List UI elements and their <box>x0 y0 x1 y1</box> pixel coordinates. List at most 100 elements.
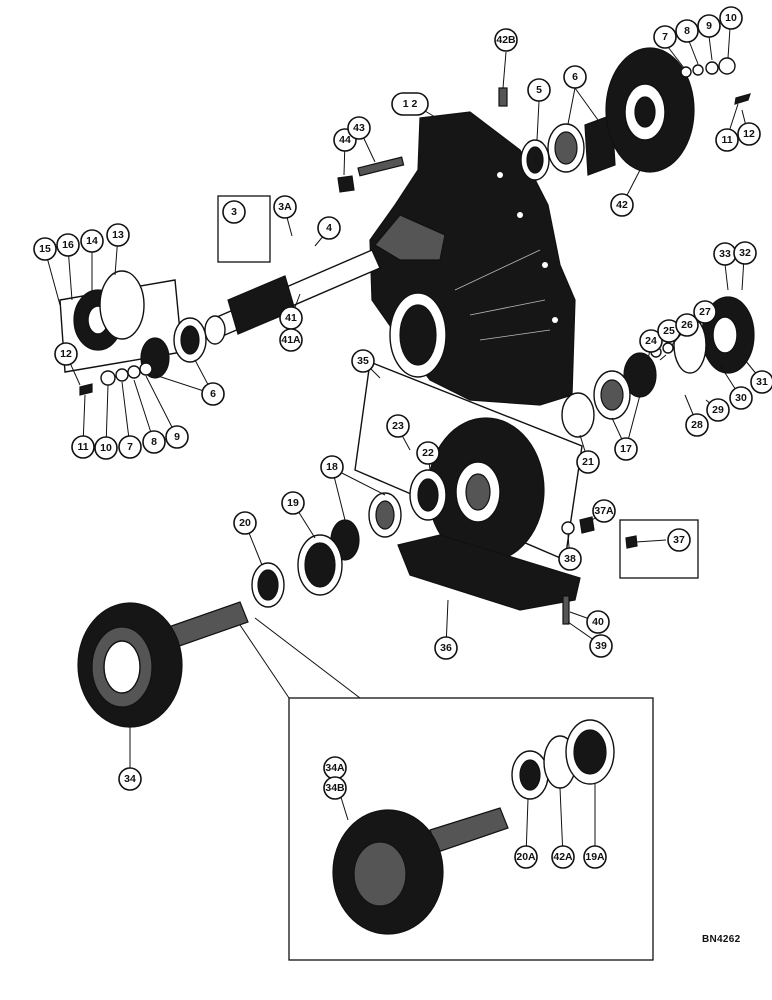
svg-text:41: 41 <box>285 312 297 324</box>
inset-lead-right <box>254 617 361 699</box>
svg-text:18: 18 <box>326 461 338 473</box>
detail-box-37 <box>619 519 699 579</box>
svg-text:34: 34 <box>124 773 136 785</box>
svg-text:42A: 42A <box>553 851 573 863</box>
top-bolts <box>337 87 508 193</box>
svg-text:26: 26 <box>681 319 693 331</box>
callout-36: 36 <box>434 636 458 660</box>
svg-text:40: 40 <box>592 616 604 628</box>
svg-text:31: 31 <box>756 376 768 388</box>
svg-text:3A: 3A <box>278 201 292 213</box>
callout-8-upper: 8 <box>675 19 699 43</box>
drawing-number: BN4262 <box>702 934 741 945</box>
svg-text:3: 3 <box>231 206 237 218</box>
svg-text:35: 35 <box>357 355 369 367</box>
svg-text:42: 42 <box>616 199 628 211</box>
inset-axle-assembly <box>332 719 615 935</box>
callout-27: 27 <box>693 300 717 324</box>
callout-30: 30 <box>729 386 753 410</box>
callout-42a: 42A <box>551 845 575 869</box>
callout-10-upper: 10 <box>719 6 743 30</box>
callout-9-lower: 9 <box>165 425 189 449</box>
callout-41: 41 <box>279 306 303 330</box>
leader-lines <box>44 27 763 858</box>
callout-7-lower: 7 <box>118 435 142 459</box>
callout-12-upper: 12 <box>737 122 761 146</box>
left-washers <box>79 362 153 396</box>
svg-text:8: 8 <box>151 436 157 448</box>
svg-text:37: 37 <box>673 534 685 546</box>
callout-6-lower: 6 <box>201 382 225 406</box>
bull-gear <box>354 361 583 563</box>
svg-text:6: 6 <box>210 388 216 400</box>
callout-17: 17 <box>614 437 638 461</box>
callout-20: 20 <box>233 511 257 535</box>
svg-text:10: 10 <box>100 442 112 454</box>
callout-15: 15 <box>33 237 57 261</box>
svg-text:33: 33 <box>719 248 731 260</box>
svg-text:20: 20 <box>239 517 251 529</box>
callout-3a: 3A <box>273 195 297 219</box>
svg-text:1 2: 1 2 <box>403 98 418 110</box>
svg-text:44: 44 <box>339 134 351 146</box>
svg-text:16: 16 <box>62 239 74 251</box>
svg-text:23: 23 <box>392 420 404 432</box>
svg-text:34B: 34B <box>325 782 345 794</box>
svg-text:8: 8 <box>684 25 690 37</box>
callout-4: 4 <box>317 216 341 240</box>
callout-9-upper: 9 <box>697 14 721 38</box>
svg-text:13: 13 <box>112 229 124 241</box>
detail-box-3 <box>217 195 271 263</box>
svg-text:24: 24 <box>645 335 657 347</box>
callout-34: 34 <box>118 767 142 791</box>
upper-bearings <box>520 114 616 181</box>
callout-22: 22 <box>416 441 440 465</box>
svg-text:4: 4 <box>326 222 332 234</box>
callout-1-2: 1 2 <box>391 92 429 116</box>
svg-text:17: 17 <box>620 443 632 455</box>
input-shaft <box>204 249 381 345</box>
callout-23: 23 <box>386 414 410 438</box>
svg-text:20A: 20A <box>516 851 536 863</box>
svg-text:5: 5 <box>536 84 542 96</box>
callout-38: 38 <box>558 547 582 571</box>
svg-text:6: 6 <box>572 71 578 83</box>
callout-29: 29 <box>706 398 730 422</box>
callout-42b: 42B <box>494 28 518 52</box>
callout-42: 42 <box>610 193 634 217</box>
svg-text:21: 21 <box>582 456 594 468</box>
callout-14: 14 <box>80 229 104 253</box>
svg-text:41A: 41A <box>281 334 301 346</box>
svg-text:34A: 34A <box>325 762 345 774</box>
svg-text:38: 38 <box>564 553 576 565</box>
upper-washers <box>680 57 751 105</box>
svg-text:10: 10 <box>725 12 737 24</box>
callout-21: 21 <box>576 450 600 474</box>
svg-text:9: 9 <box>706 20 712 32</box>
callout-19: 19 <box>281 491 305 515</box>
bottom-cover <box>397 534 581 611</box>
svg-text:11: 11 <box>721 134 732 146</box>
callout-40: 40 <box>586 610 610 634</box>
svg-text:7: 7 <box>662 31 668 43</box>
callout-43: 43 <box>347 116 371 140</box>
ring-gear <box>605 47 695 173</box>
gear-housing <box>369 111 576 406</box>
callout-31: 31 <box>750 370 772 394</box>
callout-20a: 20A <box>514 845 538 869</box>
svg-text:12: 12 <box>60 348 72 360</box>
svg-text:27: 27 <box>699 306 711 318</box>
callout-18: 18 <box>320 455 344 479</box>
axle-flange <box>77 601 249 728</box>
svg-text:11: 11 <box>77 441 88 453</box>
svg-text:25: 25 <box>663 325 675 337</box>
callout-34b: 34B <box>323 776 347 800</box>
svg-text:12: 12 <box>743 128 755 140</box>
callout-11-upper: 11 <box>715 128 739 152</box>
svg-text:39: 39 <box>595 640 607 652</box>
callouts: 42B 1 2 5 6 7 8 9 10 11 12 42 44 43 3 3A… <box>33 6 772 869</box>
callout-3: 3 <box>222 200 246 224</box>
callout-19a: 19A <box>583 845 607 869</box>
svg-text:43: 43 <box>353 122 365 134</box>
